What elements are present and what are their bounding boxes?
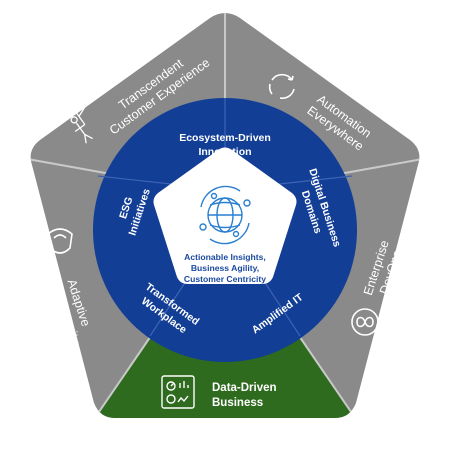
divider-right bbox=[327, 154, 420, 177]
center-pentagon bbox=[153, 147, 297, 284]
globe-network-icon bbox=[199, 185, 251, 245]
center-label-1: Actionable Insights, bbox=[184, 252, 266, 262]
flag-person-icon bbox=[70, 106, 93, 144]
outer-segment-data-driven: Data-Driven Business bbox=[161, 375, 277, 409]
cycle-arrows-icon bbox=[268, 73, 295, 100]
outer-label-data-driven-2: Business bbox=[212, 397, 263, 409]
divider-left bbox=[30, 154, 123, 177]
dashboard-icon bbox=[161, 375, 195, 409]
outer-label-data-driven-1: Data-Driven bbox=[212, 382, 277, 394]
inner-label-ecosystem-2: Innovation bbox=[198, 146, 251, 158]
center-label-2: Business Agility, bbox=[191, 263, 259, 273]
inner-segment-ecosystem: Ecosystem-Driven Innovation bbox=[179, 132, 271, 158]
inner-ring-dividers bbox=[97, 98, 353, 337]
divider-bottom-right bbox=[294, 329, 361, 418]
shield-icon bbox=[47, 228, 73, 254]
infinity-loop-icon bbox=[351, 308, 379, 336]
inner-label-ecosystem-1: Ecosystem-Driven bbox=[179, 132, 271, 144]
center-label-3: Customer Centricity bbox=[184, 274, 266, 284]
divider-bottom-left bbox=[89, 329, 156, 418]
highlight-segment-data-driven bbox=[94, 330, 356, 418]
